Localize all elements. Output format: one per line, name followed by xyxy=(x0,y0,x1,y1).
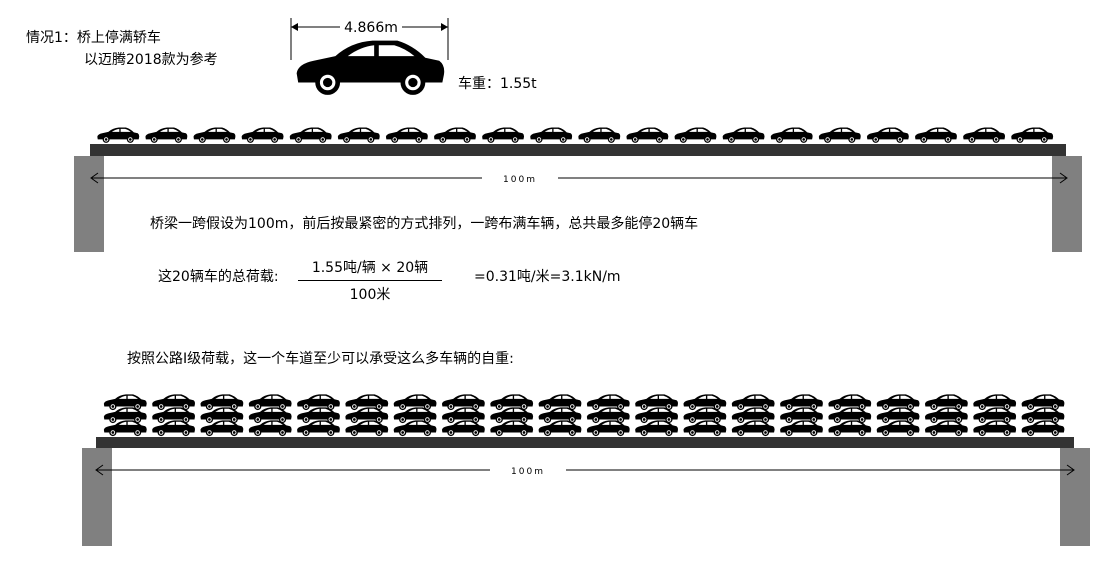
dim-arrow-right xyxy=(441,23,448,31)
pier-right-2 xyxy=(1060,448,1090,546)
span-arrow-right-2 xyxy=(1066,464,1075,476)
car-icon xyxy=(490,420,534,437)
span-label-1: 100m xyxy=(503,175,537,185)
bridge-2: 100m xyxy=(82,394,1090,546)
car-icon xyxy=(152,420,195,437)
car-weight-label: 车重：1.55t xyxy=(458,76,537,92)
car-icon xyxy=(770,127,813,143)
car-icon xyxy=(482,127,525,143)
car-icon xyxy=(538,420,582,437)
car-icon xyxy=(674,127,717,143)
reference-car-icon xyxy=(296,40,445,95)
cars-bridge-2 xyxy=(103,394,1065,437)
pier-right-1 xyxy=(1052,156,1082,252)
formula-label: 这20辆车的总荷载: xyxy=(158,269,279,285)
span-arrow-left-2 xyxy=(95,464,104,476)
bridge-deck-2 xyxy=(96,437,1074,448)
span-label-2: 100m xyxy=(511,467,545,477)
car-icon xyxy=(828,420,872,437)
car-icon xyxy=(683,420,727,437)
span-arrow-right-1 xyxy=(1059,172,1068,184)
car-length-label: 4.866m xyxy=(344,20,398,36)
car-icon xyxy=(915,127,957,143)
car-icon xyxy=(866,127,909,143)
car-icon xyxy=(97,127,140,143)
formula-result: =0.31吨/米=3.1kN/m xyxy=(474,269,621,285)
car-icon xyxy=(385,127,428,143)
car-icon xyxy=(241,127,284,143)
pier-left-1 xyxy=(74,156,104,252)
formula-numerator: 1.55吨/辆 × 20辆 xyxy=(311,260,429,276)
car-icon xyxy=(973,420,1017,437)
car-icon xyxy=(337,127,380,143)
car-icon xyxy=(145,127,188,143)
dim-arrow-left xyxy=(291,23,298,31)
formula-fraction: 1.55吨/辆 × 20辆 100米 xyxy=(298,257,442,304)
car-icon xyxy=(1011,127,1054,143)
fraction-bar xyxy=(298,280,442,281)
span-arrow-left-1 xyxy=(90,172,99,184)
car-icon xyxy=(586,420,630,437)
car-icon xyxy=(780,420,823,437)
car-icon xyxy=(434,127,476,143)
car-icon xyxy=(345,420,389,437)
description-text: 桥梁一跨假设为100m，前后按最紧密的方式排列，一跨布满车辆，总共最多能停20辆… xyxy=(150,216,699,232)
cars-bridge-1 xyxy=(97,127,1054,143)
car-icon xyxy=(193,127,236,143)
car-icon xyxy=(200,420,244,437)
car-icon xyxy=(818,127,861,143)
highway-load-text: 按照公路I级荷载，这一个车道至少可以承受这么多车辆的自重: xyxy=(127,351,514,367)
case-title: 情况1：桥上停满轿车 xyxy=(26,30,161,46)
car-icon xyxy=(289,127,332,143)
car-icon xyxy=(530,127,573,143)
car-icon xyxy=(103,420,147,437)
car-icon xyxy=(441,420,485,437)
car-icon xyxy=(635,420,678,437)
car-icon xyxy=(924,420,968,437)
car-icon xyxy=(876,420,920,437)
reference-car-text: 以迈腾2018款为参考 xyxy=(84,52,218,68)
car-icon xyxy=(963,127,1006,143)
car-icon xyxy=(1021,420,1065,437)
formula-denominator: 100米 xyxy=(349,287,391,303)
bridge-1: 100m xyxy=(74,127,1082,252)
car-icon xyxy=(393,420,437,437)
pier-left-2 xyxy=(82,448,112,546)
car-icon xyxy=(248,420,292,437)
car-icon xyxy=(626,127,669,143)
car-icon xyxy=(578,127,621,143)
bridge-deck-1 xyxy=(90,144,1066,156)
car-icon xyxy=(722,127,765,143)
car-icon xyxy=(731,420,775,437)
car-icon xyxy=(297,420,340,437)
